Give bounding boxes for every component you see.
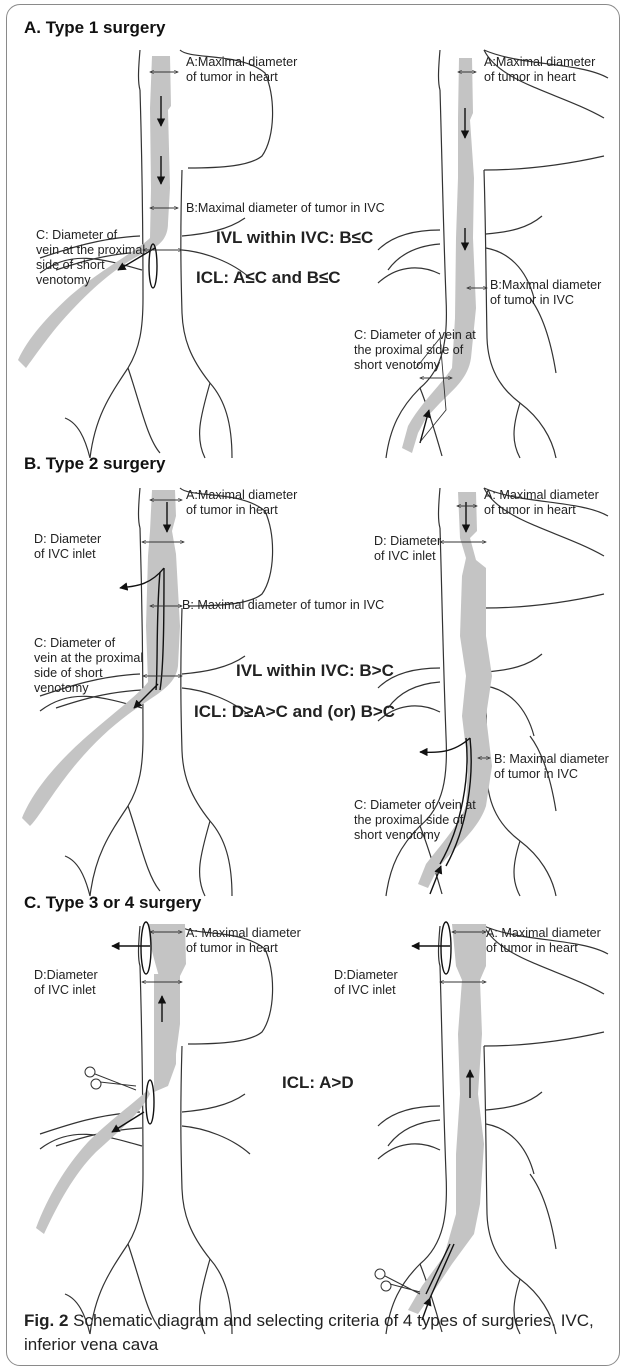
caption-text: Schematic diagram and selecting criteria… <box>24 1311 594 1354</box>
criteria-a-icl: ICL: A≤C and B≤C <box>196 268 341 288</box>
label-b-left-b: B: Maximal diameter of tumor in IVC <box>182 598 384 613</box>
tumor-a-left <box>18 56 171 368</box>
label-b-left-a: A:Maximal diameter of tumor in heart <box>186 488 297 518</box>
tumor-c-left-ivc <box>154 974 176 1092</box>
label-a-left-a: A:Maximal diameter of tumor in heart <box>186 55 297 85</box>
label-c-right-d: D:Diameter of IVC inlet <box>334 968 398 998</box>
criteria-a-ivl: IVL within IVC: B≤C <box>216 228 373 248</box>
label-c-left-d: D:Diameter of IVC inlet <box>34 968 98 998</box>
section-b-title: B. Type 2 surgery <box>24 454 165 474</box>
label-a-right-c: C: Diameter of vein at the proximal side… <box>354 328 476 373</box>
label-b-right-c: C: Diameter of vein at the proximal side… <box>354 798 476 843</box>
criteria-b-icl: ICL: D≥A>C and (or) B>C <box>194 702 395 722</box>
label-a-left-c: C: Diameter of vein at the proximal side… <box>36 228 145 288</box>
label-b-left-d: D: Diameter of IVC inlet <box>34 532 101 562</box>
label-b-right-b: B: Maximal diameter of tumor in IVC <box>494 752 609 782</box>
label-b-right-d: D: Diameter of IVC inlet <box>374 534 441 564</box>
label-a-right-b: B:Maximal diameter of tumor in IVC <box>490 278 601 308</box>
criteria-c-icl: ICL: A>D <box>282 1073 354 1093</box>
label-c-left-a: A: Maximal diameter of tumor in heart <box>186 926 301 956</box>
label-c-right-a: A: Maximal diameter of tumor in heart <box>486 926 601 956</box>
label-b-left-c: C: Diameter of vein at the proximal side… <box>34 636 143 696</box>
label-a-right-a: A:Maximal diameter of tumor in heart <box>484 55 595 85</box>
criteria-b-ivl: IVL within IVC: B>C <box>236 661 394 681</box>
label-b-right-a: A: Maximal diameter of tumor in heart <box>484 488 599 518</box>
label-a-left-b: B:Maximal diameter of tumor in IVC <box>186 201 385 216</box>
tumor-c-right <box>408 924 486 1314</box>
section-a-title: A. Type 1 surgery <box>24 18 165 38</box>
figure-caption: Fig. 2 Schematic diagram and selecting c… <box>24 1309 614 1357</box>
caption-label: Fig. 2 <box>24 1311 68 1330</box>
section-c-title: C. Type 3 or 4 surgery <box>24 893 201 913</box>
section-c-diagrams <box>36 922 608 1334</box>
scissors-icon-right <box>375 1269 420 1294</box>
scissors-icon <box>85 1067 136 1090</box>
